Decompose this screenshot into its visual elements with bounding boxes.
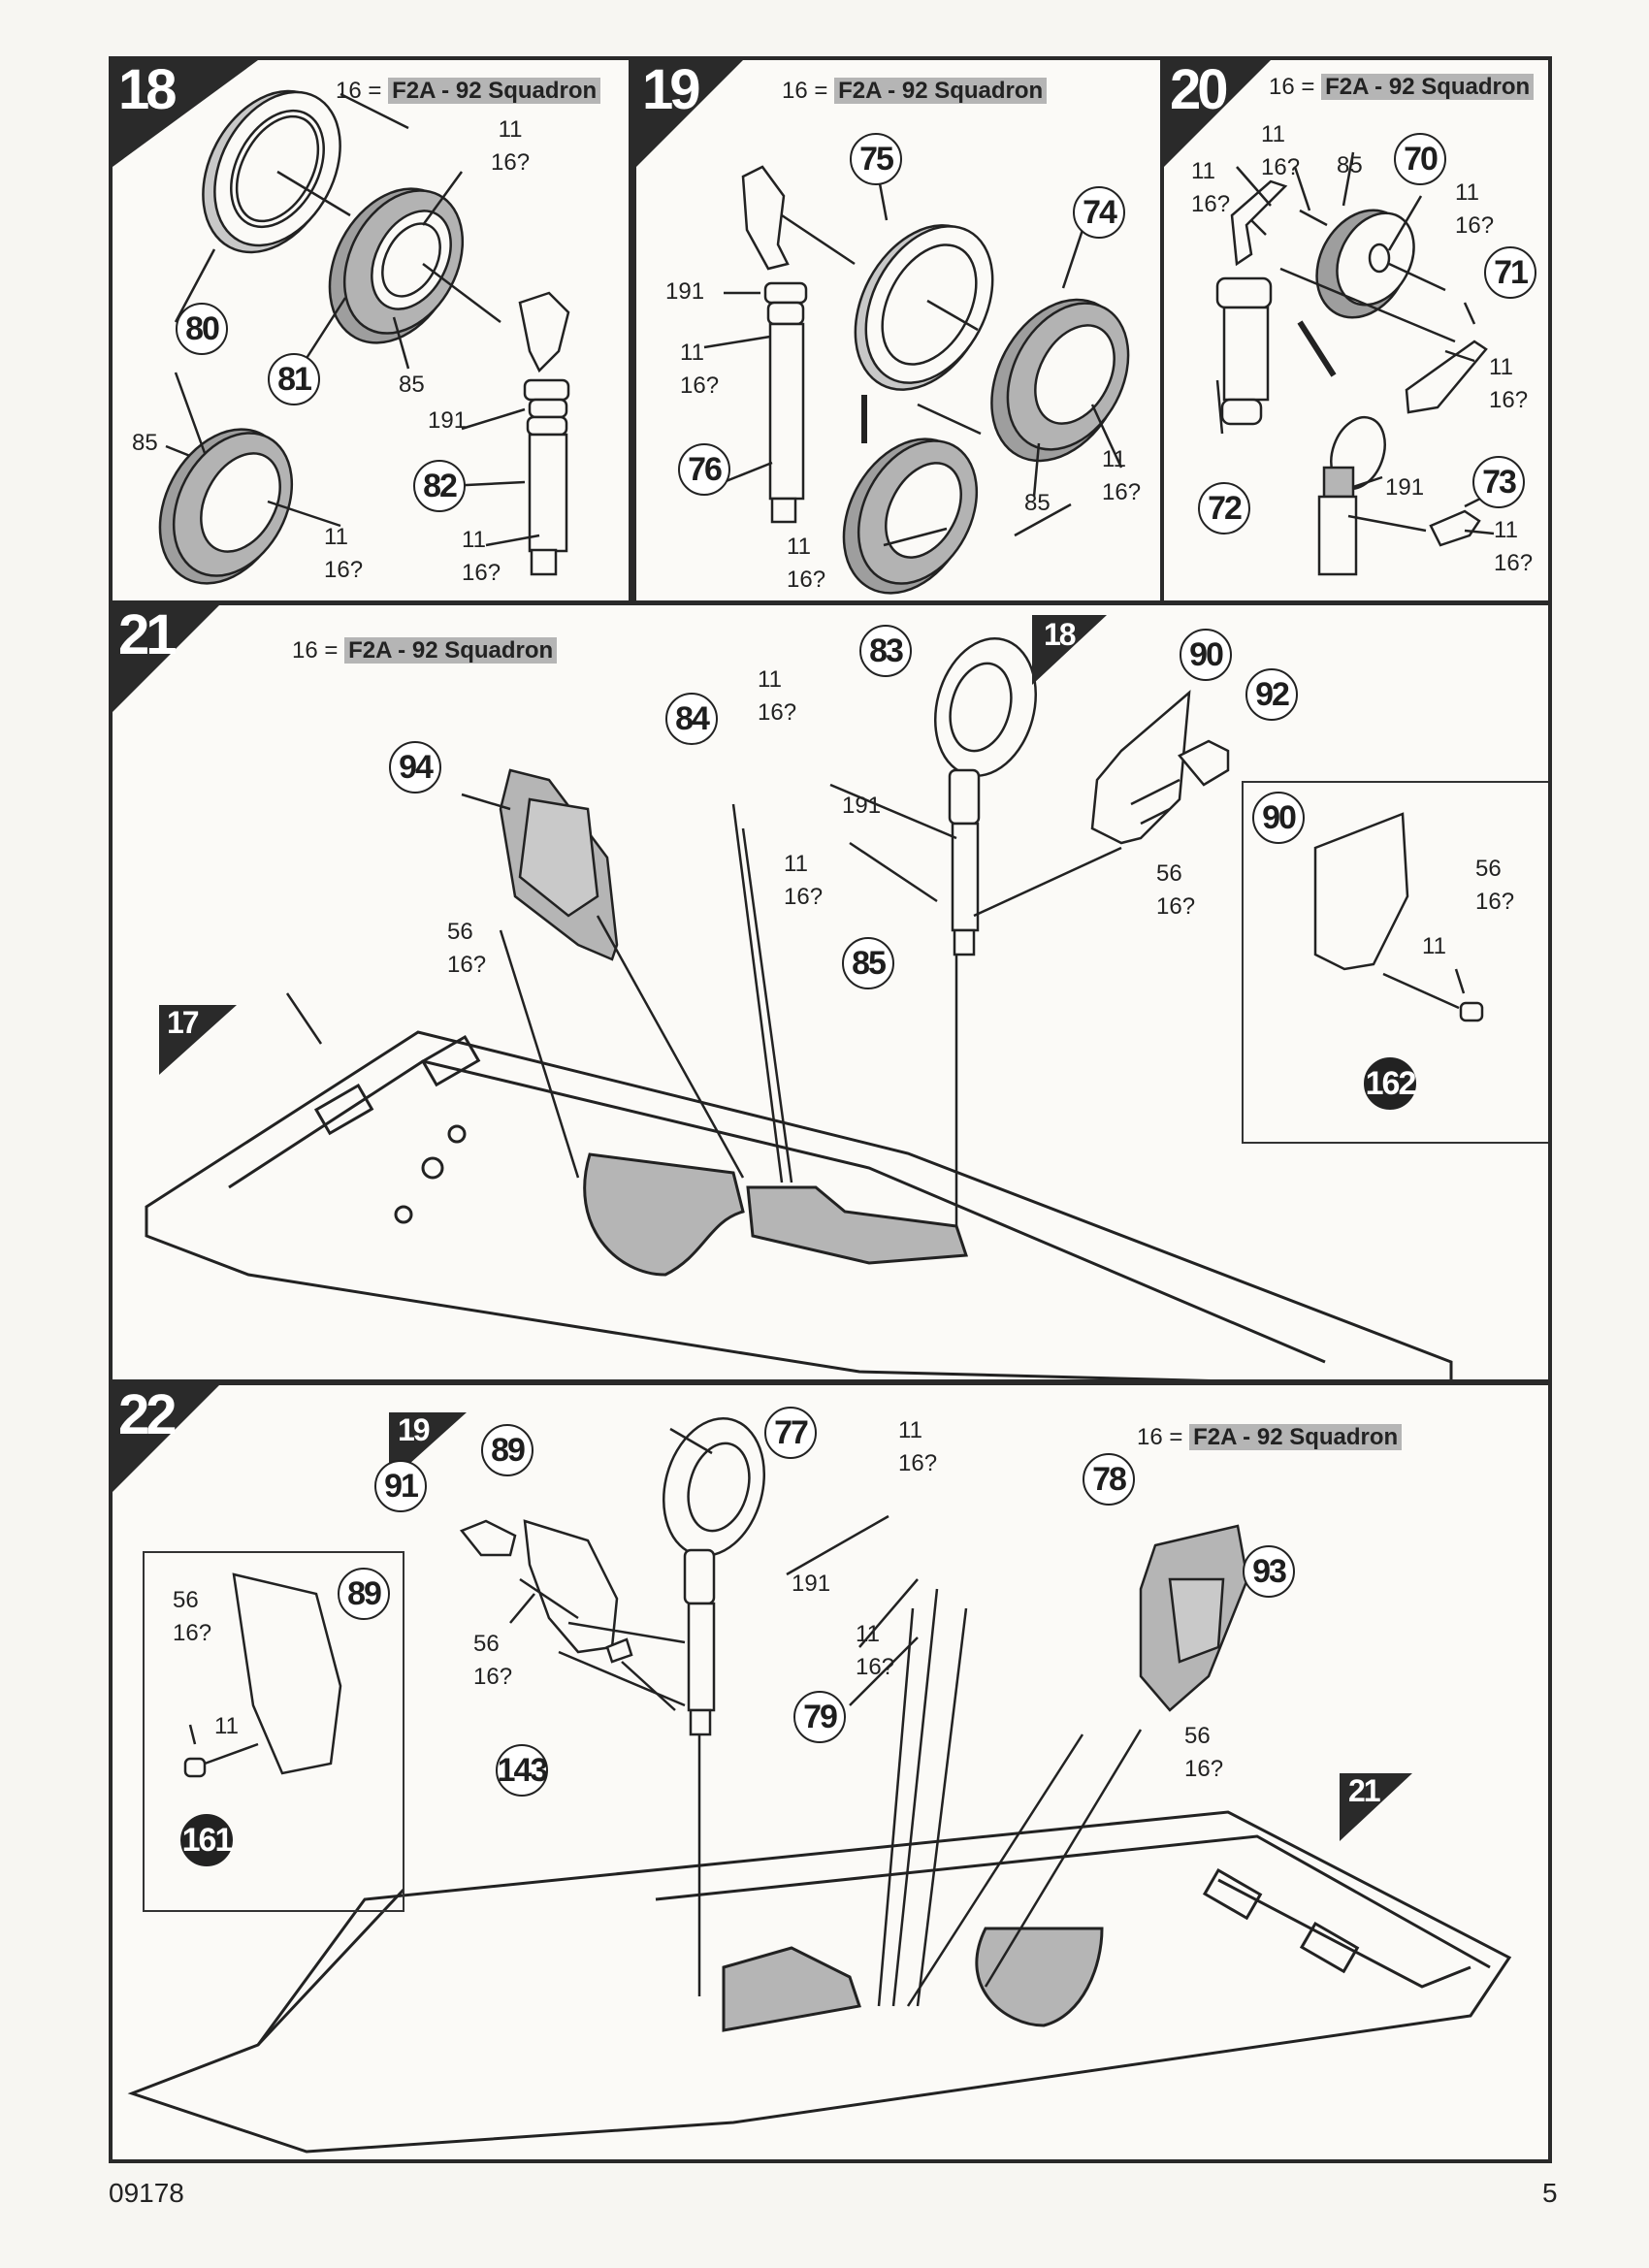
legend-scheme: F2A - 92 Squadron: [1189, 1424, 1403, 1450]
step-number: 19: [642, 58, 700, 121]
paint-label: 11: [1422, 933, 1446, 959]
step-20-illustration: [1164, 60, 1495, 576]
color-scheme-legend: 16 = F2A - 92 Squadron: [782, 78, 1048, 105]
paint-label: 85: [1024, 490, 1051, 516]
part-callout: 85: [842, 937, 894, 989]
legend-prefix: 16 =: [292, 637, 339, 664]
color-scheme-legend: 16 = F2A - 92 Squadron: [336, 78, 601, 105]
part-callout: 79: [793, 1691, 846, 1743]
part-callout: 73: [1472, 456, 1525, 508]
legend-scheme: F2A - 92 Squadron: [1321, 74, 1535, 100]
part-callout: 74: [1073, 186, 1125, 239]
paint-label: 11 16?: [1261, 121, 1301, 180]
part-callout: 83: [859, 625, 912, 677]
paint-label: 191: [792, 1571, 831, 1597]
step-19-panel: 19 16 = F2A - 92 Squadron 75 74 76 191 1…: [632, 56, 1164, 604]
legend-scheme: F2A - 92 Squadron: [388, 78, 601, 104]
legend-prefix: 16 =: [1137, 1424, 1183, 1450]
paint-label: 11 16?: [758, 666, 797, 726]
kit-number: 09178: [109, 2178, 184, 2208]
legend-scheme: F2A - 92 Squadron: [344, 637, 558, 664]
part-callout: 75: [850, 133, 902, 185]
step-reference-number: 21: [1348, 1773, 1381, 1808]
step-18-panel: 18 16 = F2A - 92 Squadron 80 81 82 11 16…: [109, 56, 632, 604]
step-reference-number: 17: [167, 1005, 200, 1040]
paint-label: 191: [665, 278, 705, 305]
paint-label: 11 16?: [324, 524, 364, 583]
part-callout: 76: [678, 443, 730, 496]
part-callout: 94: [389, 741, 441, 794]
paint-label: 11: [214, 1713, 239, 1739]
step-19-illustration: [636, 60, 1130, 595]
part-callout: 93: [1243, 1545, 1295, 1598]
part-callout: 162: [1364, 1057, 1416, 1110]
paint-label: 191: [428, 407, 468, 434]
legend-prefix: 16 =: [336, 78, 382, 104]
paint-label: 11 16?: [1102, 446, 1142, 505]
legend-prefix: 16 =: [1269, 74, 1315, 100]
paint-label: 11 16?: [462, 527, 501, 586]
part-callout: 82: [413, 460, 466, 512]
part-callout: 90: [1252, 792, 1305, 844]
paint-label: 11 16?: [491, 116, 531, 176]
part-callout: 80: [176, 303, 228, 355]
part-callout: 81: [268, 353, 320, 405]
step-22-illustration: [113, 1385, 1512, 2154]
paint-label: 11 16?: [1455, 179, 1495, 239]
step-number: 18: [118, 58, 177, 121]
paint-label: 56 16?: [1475, 856, 1515, 915]
part-callout: 92: [1245, 668, 1298, 721]
paint-label: 85: [399, 372, 425, 398]
step-20-panel: 20 16 = F2A - 92 Squadron 70 71 72 73 11…: [1160, 56, 1552, 604]
part-callout: 84: [665, 693, 718, 745]
part-callout: 161: [180, 1814, 233, 1866]
part-callout: 70: [1394, 133, 1446, 185]
step-18-illustration: [113, 60, 570, 585]
paint-label: 11 16?: [784, 851, 824, 910]
color-scheme-legend: 16 = F2A - 92 Squadron: [1269, 74, 1535, 101]
paint-label: 56 16?: [447, 919, 487, 978]
paint-label: 56 16?: [173, 1587, 212, 1646]
paint-label: 11 16?: [1191, 158, 1231, 217]
paint-label: 11 16?: [680, 340, 720, 399]
paint-label: 11 16?: [898, 1417, 938, 1476]
legend-scheme: F2A - 92 Squadron: [834, 78, 1048, 104]
part-callout: 71: [1484, 246, 1536, 299]
step-number: 20: [1170, 58, 1228, 121]
part-callout: 77: [764, 1407, 817, 1459]
paint-label: 85: [132, 430, 158, 456]
legend-prefix: 16 =: [782, 78, 828, 104]
step-21-panel: 21 16 = F2A - 92 Squadron 83 84 85 90 92…: [109, 601, 1552, 1383]
step-22-panel: 22 16 = F2A - 92 Squadron 77 78 79 89 91…: [109, 1381, 1552, 2163]
paint-label: 11 16?: [787, 534, 826, 593]
color-scheme-legend: 16 = F2A - 92 Squadron: [292, 637, 558, 664]
paint-label: 56 16?: [1156, 860, 1196, 920]
color-scheme-legend: 16 = F2A - 92 Squadron: [1137, 1424, 1403, 1451]
part-callout: 89: [481, 1424, 534, 1476]
part-callout: 91: [374, 1460, 427, 1512]
step-number: 22: [118, 1383, 177, 1446]
paint-label: 11 16?: [1489, 354, 1529, 413]
paint-label: 56 16?: [473, 1631, 513, 1690]
part-callout: 78: [1083, 1453, 1135, 1506]
paint-label: 191: [1385, 474, 1425, 501]
paint-label: 11 16?: [856, 1621, 895, 1680]
part-callout: 72: [1198, 482, 1250, 535]
part-callout: 89: [338, 1568, 390, 1620]
paint-label: 191: [842, 793, 882, 819]
step-reference-number: 18: [1044, 617, 1077, 652]
paint-label: 11 16?: [1494, 517, 1534, 576]
step-reference-number: 19: [398, 1412, 431, 1447]
paint-label: 85: [1337, 152, 1363, 178]
page-number: 5: [1542, 2178, 1558, 2208]
part-callout: 90: [1180, 629, 1232, 681]
step-number: 21: [118, 603, 177, 666]
paint-label: 56 16?: [1184, 1723, 1224, 1782]
part-callout: 143: [496, 1744, 548, 1797]
step-21-illustration: [113, 605, 1548, 1379]
